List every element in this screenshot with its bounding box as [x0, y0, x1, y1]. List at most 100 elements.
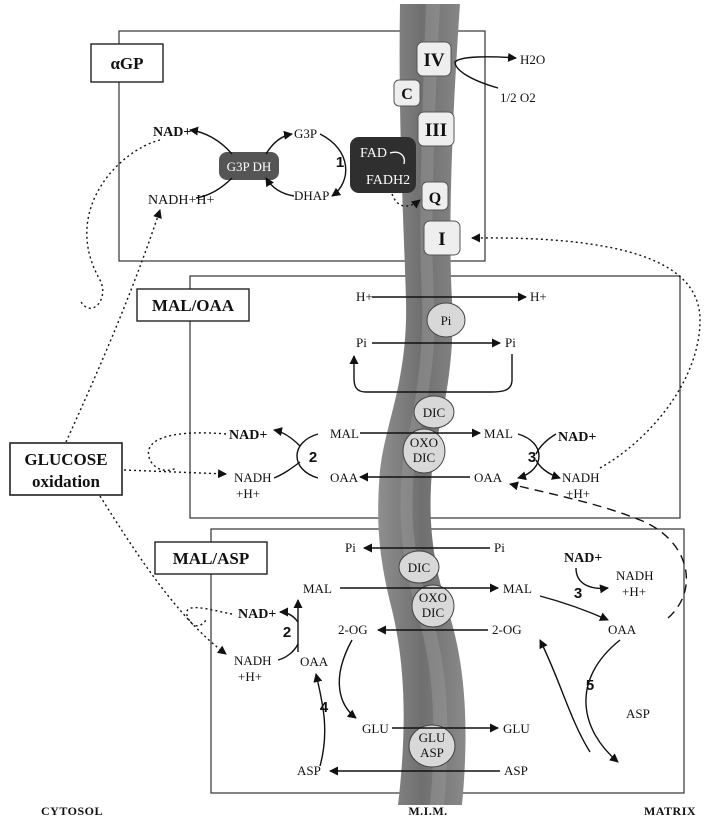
mal-oaa-nadh-left-h: +H+	[236, 486, 260, 501]
pi-right-asp: Pi	[494, 540, 505, 555]
mal-asp-oaa-right: OAA	[608, 622, 637, 637]
mal-asp-step-5: 5	[586, 677, 594, 694]
glucose-to-agp-nadh	[65, 209, 162, 443]
mal-asp-step-3: 3	[574, 585, 582, 602]
glucose-to-mal-asp-nadh	[99, 495, 227, 655]
nadh-arrow	[195, 177, 233, 199]
ubiquinone-q	[421, 181, 449, 211]
mal-asp-nad-right: NAD+	[564, 551, 602, 566]
oxo-dic-carrier-oaa-label-1: OXO	[410, 435, 438, 450]
step3-arc-oaa	[517, 433, 540, 481]
pi-carrier-label: Pi	[441, 313, 452, 328]
mal-oaa-oaa-left: OAA	[330, 470, 359, 485]
mal-asp-mal-left: MAL	[303, 581, 332, 596]
complex-i-label: I	[438, 229, 445, 250]
complex-i	[423, 220, 461, 256]
g3p-oxidation-arc	[319, 133, 347, 197]
glu-right: GLU	[503, 721, 530, 736]
dic-carrier-asp	[398, 550, 440, 584]
mal-oaa-nad-left: NAD+	[229, 428, 267, 443]
fadh2-label: FADH2	[366, 173, 410, 188]
mal-asp-asp-right: ASP	[626, 706, 650, 721]
matrix-label: MATRIX	[644, 804, 696, 818]
glucose-to-mal-oaa-nadh	[123, 469, 227, 479]
step2-nadh-line	[273, 461, 301, 479]
mal-oaa-nad-right: NAD+	[558, 430, 596, 445]
mal-oaa-step-3: 3	[528, 449, 536, 466]
mal-asp-nadh-left: NADH	[234, 653, 272, 668]
mal-asp-oaa-left: OAA	[300, 654, 329, 669]
water-label: H2O	[520, 52, 545, 67]
mal-oaa-title: MAL/OAA	[152, 296, 235, 315]
glu-asp-carrier-label-1: GLU	[419, 730, 446, 745]
fad-label: FAD	[360, 146, 387, 161]
proton-right: H+	[530, 289, 547, 304]
mal-asp-step3-arc	[575, 567, 609, 594]
glucose-label: GLUCOSE	[24, 450, 107, 469]
glucose-oxidation-label: oxidation	[32, 472, 101, 491]
oxo-dic-carrier-asp	[411, 584, 455, 628]
mal-oaa-nadh-right: NADH	[562, 470, 600, 485]
step4-arc	[338, 639, 357, 719]
mal-asp-step-2: 2	[283, 624, 291, 641]
step3-nadh-arrow	[535, 459, 561, 480]
matrix-nadh-to-complex-i	[471, 233, 701, 469]
mal-oaa-step-2: 2	[309, 449, 317, 466]
dic-carrier-oaa-label: DIC	[423, 405, 445, 420]
complex-iii	[417, 111, 455, 147]
asp-right: ASP	[504, 763, 528, 778]
mal-asp-step-4: 4	[320, 699, 329, 716]
agp-nad: NAD+	[153, 125, 191, 140]
proton-left: H+	[356, 289, 373, 304]
step-1: 1	[336, 154, 344, 171]
cytochrome-c	[393, 79, 421, 107]
g3p-dh-enzyme	[219, 152, 279, 180]
mal-asp-nad-left: NAD+	[238, 607, 276, 622]
mal-oaa-oaa-right: OAA	[474, 470, 503, 485]
oaa-transfer-dashed	[509, 481, 688, 619]
glu-asp-carrier-label-2: ASP	[420, 745, 444, 760]
dhap-label: DHAP	[294, 188, 329, 203]
asp-left: ASP	[297, 763, 321, 778]
mal-oaa-title-box	[136, 288, 250, 322]
step2-nad-arrow	[273, 427, 301, 447]
g3p-label: G3P	[294, 126, 317, 141]
complex-iii-label: III	[425, 120, 447, 141]
mal-asp-mal-right: MAL	[503, 581, 532, 596]
pi-carrier	[426, 302, 466, 338]
mal-oaa-nad-return	[147, 432, 227, 472]
mal-asp-nadh-right: NADH	[616, 568, 654, 583]
oxo-dic-carrier-oaa-label-2: DIC	[413, 450, 435, 465]
dic-carrier-asp-label: DIC	[408, 560, 430, 575]
oxo-dic-carrier-oaa	[402, 428, 446, 474]
glu-asp-carrier	[408, 724, 456, 768]
pi-recycle-loop	[349, 354, 513, 393]
pi-left-asp: Pi	[345, 540, 356, 555]
cytochrome-c-label: C	[401, 86, 413, 103]
fad-enzyme	[350, 137, 416, 193]
mal-asp-title-box	[154, 541, 268, 575]
pi-right-oaa: Pi	[505, 335, 516, 350]
dhap-arrow	[265, 177, 295, 197]
glu-left: GLU	[362, 721, 389, 736]
dic-carrier-oaa	[413, 395, 455, 429]
agp-nadh: NADH+H+	[148, 193, 214, 208]
oxo-dic-carrier-asp-label-2: DIC	[422, 605, 444, 620]
oxygen-label: 1/2 O2	[500, 90, 536, 105]
mal-oaa-mal-left: MAL	[330, 426, 359, 441]
g3p-dh-label: G3P DH	[227, 159, 272, 174]
mim-label: M.I.M.	[408, 804, 447, 818]
mal-asp-nadh-right-h: +H+	[622, 584, 646, 599]
cytosol-label: CYTOSOL	[41, 804, 103, 818]
mal-oaa-nadh-right-h: +H+	[566, 486, 590, 501]
agp-panel	[118, 30, 486, 262]
mal-asp-nad-return	[186, 606, 233, 627]
g3p-arrow	[265, 130, 293, 155]
agp-title: αGP	[110, 54, 143, 73]
complex-iv-label: IV	[423, 50, 444, 71]
mal-asp-malate-oxidation	[539, 595, 609, 621]
fad-to-fadh2-arrow	[389, 151, 406, 165]
step2-arc-oaa	[296, 433, 319, 479]
ubiquinone-q-label: Q	[429, 190, 441, 207]
